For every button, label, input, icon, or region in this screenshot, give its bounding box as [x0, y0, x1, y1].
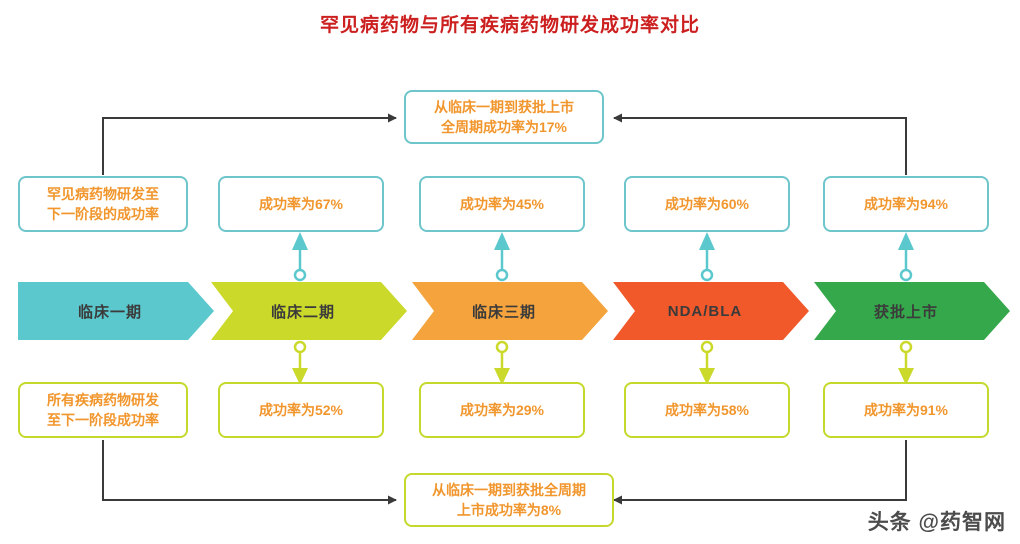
all-rate-box-4: 成功率为91%	[823, 382, 989, 438]
watermark: 头条 @药智网	[867, 511, 1006, 534]
rare-rate-label-1: 成功率为67%	[258, 196, 344, 212]
summary-box-top: 从临床一期到获批上市 全周期成功率为17%	[404, 90, 604, 144]
stage-label-2: 临床二期	[270, 303, 335, 321]
all-rate-label-2: 成功率为29%	[459, 402, 545, 418]
stage-chevron-4[interactable]: NDA/BLA	[613, 282, 809, 340]
rare-rate-box-1: 成功率为67%	[218, 176, 384, 232]
page-title: 罕见病药物与所有疾病药物研发成功率对比	[319, 15, 700, 36]
rare-rate-label-3: 成功率为60%	[664, 196, 750, 212]
stage-chevron-band: 临床一期 临床二期 临床三期 NDA/BLA 获批上市	[0, 282, 1020, 340]
summary-bottom-line2: 上市成功率为8%	[456, 502, 562, 518]
stage-chevron-3[interactable]: 临床三期	[412, 282, 608, 340]
summary-box-bottom: 从临床一期到获批全周期 上市成功率为8%	[404, 473, 614, 527]
stage-chevron-5[interactable]: 获批上市	[814, 282, 1010, 340]
row-label-rare: 罕见病药物研发至 下一阶段的成功率	[18, 176, 188, 232]
all-rate-label-3: 成功率为58%	[664, 402, 750, 418]
all-rate-box-3: 成功率为58%	[624, 382, 790, 438]
summary-top-line1: 从临床一期到获批上市	[434, 99, 574, 115]
rare-rate-label-2: 成功率为45%	[459, 196, 545, 212]
stage-label-5: 获批上市	[873, 303, 938, 321]
rare-rate-box-2: 成功率为45%	[419, 176, 585, 232]
row-label-rare-text: 罕见病药物研发至 下一阶段的成功率	[47, 186, 159, 222]
row-label-all-text: 所有疾病药物研发 至下一阶段成功率	[47, 392, 159, 428]
rare-rate-box-3: 成功率为60%	[624, 176, 790, 232]
stage-label-4: NDA/BLA	[667, 302, 743, 320]
summary-top-line2: 全周期成功率为17%	[440, 119, 568, 135]
summary-bottom-line1: 从临床一期到获批全周期	[432, 482, 586, 498]
rare-rate-label-4: 成功率为94%	[863, 196, 949, 212]
all-rate-box-2: 成功率为29%	[419, 382, 585, 438]
stage-chevron-1[interactable]: 临床一期	[18, 282, 214, 340]
all-rate-box-1: 成功率为52%	[218, 382, 384, 438]
stage-label-1: 临床一期	[77, 303, 142, 321]
stage-label-3: 临床三期	[471, 303, 536, 321]
rare-rate-box-4: 成功率为94%	[823, 176, 989, 232]
stage-chevron-2[interactable]: 临床二期	[211, 282, 407, 340]
all-rate-label-1: 成功率为52%	[258, 402, 344, 418]
row-label-all: 所有疾病药物研发 至下一阶段成功率	[18, 382, 188, 438]
all-rate-label-4: 成功率为91%	[863, 402, 949, 418]
